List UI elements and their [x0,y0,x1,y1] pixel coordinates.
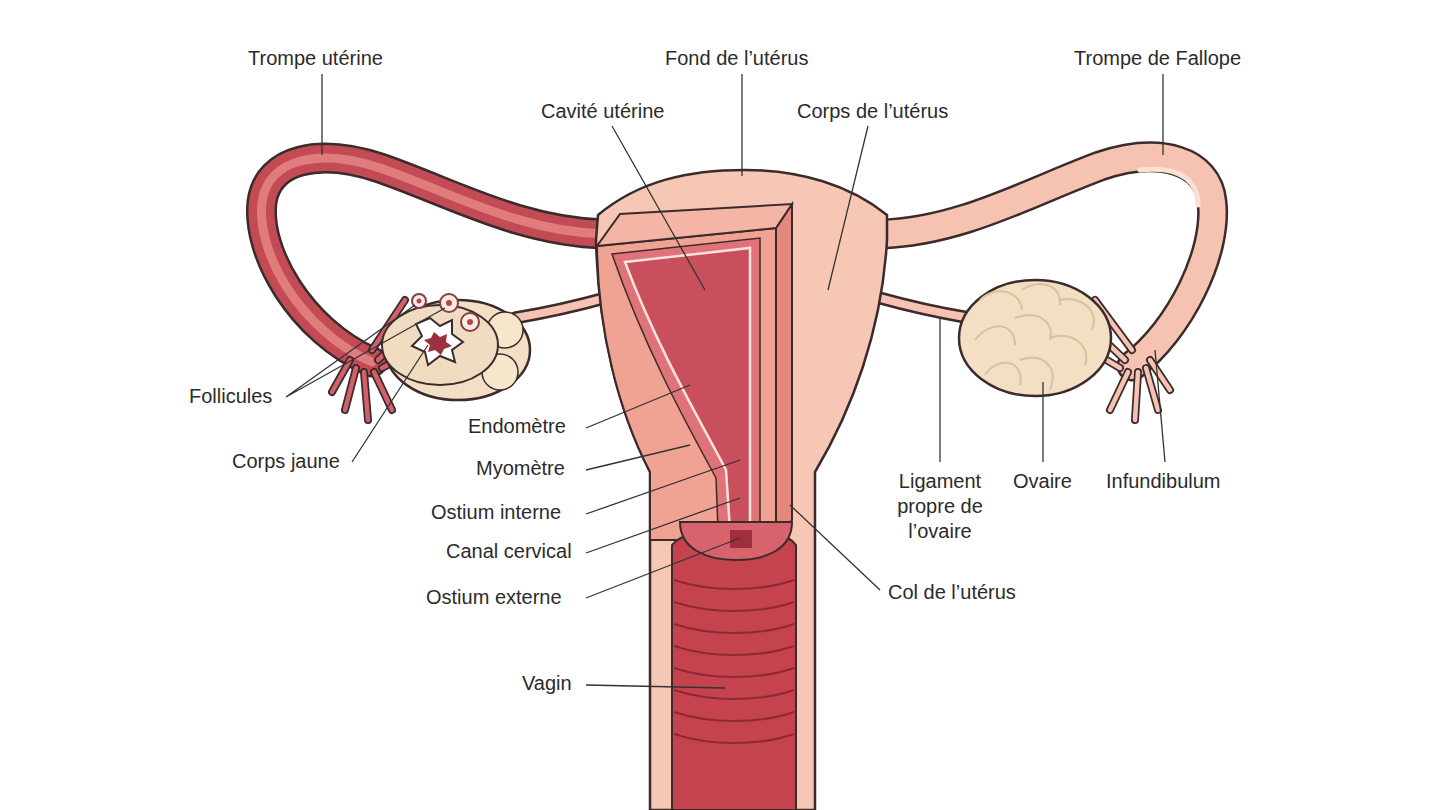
illustration-part [586,385,690,428]
part-label: Ostium interne [431,500,561,525]
illustration-part [776,204,792,540]
illustration-part [880,298,970,318]
part-label: Corps jaune [232,449,340,474]
illustration-part [461,313,479,331]
illustration-part [1162,74,1163,155]
vagina [672,522,796,810]
illustration-part [612,126,705,290]
left-fallopian-tube [261,158,605,420]
illustration-part [417,299,422,304]
part-label: Trompe de Fallope [1074,46,1241,71]
part-label: Ostium externe [426,585,562,610]
illustration-part [1140,169,1198,205]
illustration-part [828,126,868,290]
illustration-part [586,685,725,688]
illustration-part [321,74,322,155]
illustration-part [446,300,452,306]
part-label: Myomètre [476,456,565,481]
illustration-part [1155,350,1165,462]
illustration-part [286,305,445,397]
uterus [596,170,887,810]
part-label: Canal cervical [446,539,572,564]
part-label: Trompe utérine [248,46,383,71]
illustration-part [959,280,1111,396]
part-label: Infundibulum [1106,469,1221,494]
left-ovary [382,294,530,400]
part-label: Fond de l’utérus [665,46,808,71]
illustration-part [597,228,776,540]
illustration-part [880,298,970,318]
illustration-part [790,505,880,590]
illustration-part [586,498,740,553]
part-label: Cavité utérine [541,99,664,124]
illustration-part [672,528,796,810]
illustration-part [741,74,742,176]
leader-lines [286,74,1165,688]
illustration-part [596,170,887,810]
illustration-part [515,298,605,318]
illustration-part [515,298,605,318]
illustration-part [730,530,752,548]
illustration-part [625,248,750,530]
illustration-part [586,538,740,598]
illustration-part [467,319,473,325]
right-ovary [959,280,1111,396]
illustration-part [382,305,498,385]
part-label: Col de l’utérus [888,580,1016,605]
illustration-part [352,345,428,462]
part-label: Ovaire [1013,469,1072,494]
part-label: Corps de l’utérus [797,99,948,124]
right-fallopian-tube [880,157,1213,420]
part-label: Endomètre [468,414,566,439]
illustration-part [1042,382,1043,462]
part-label: Ligament propre de l’ovaire [875,469,1005,544]
part-label: Follicules [189,384,272,409]
illustration-part [586,445,690,470]
part-label: Vagin [522,671,572,696]
illustration-part [612,238,760,530]
illustration-part [424,332,452,355]
illustration-part [597,204,792,246]
illustration-part [939,318,940,462]
illustration-part [975,284,1094,390]
illustration-part [674,580,794,743]
